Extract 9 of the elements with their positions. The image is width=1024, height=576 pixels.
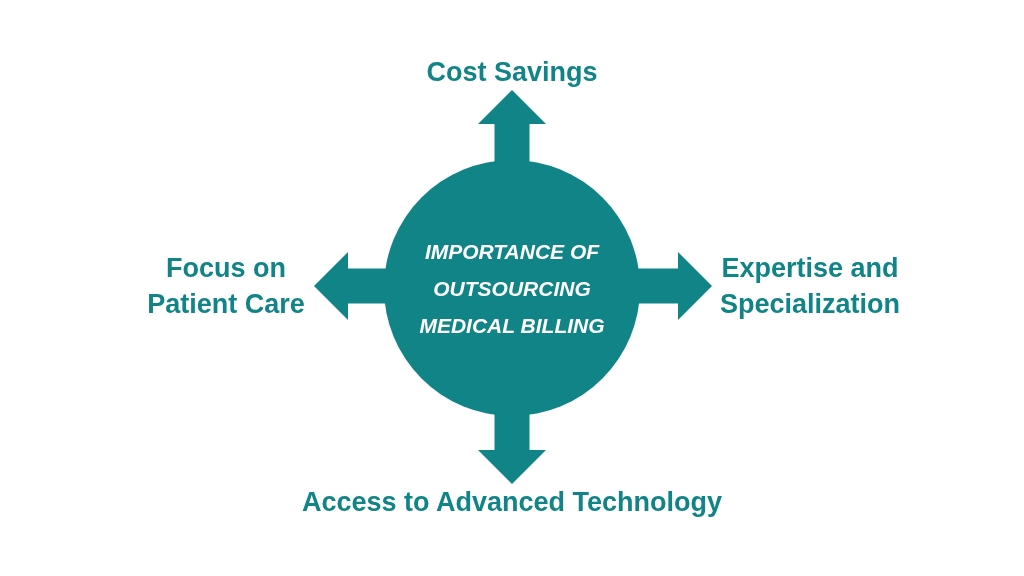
circle-title: IMPORTANCE OF OUTSOURCING MEDICAL BILLING: [418, 238, 606, 339]
block-arrow: [637, 252, 712, 320]
benefit-label: Cost Savings: [426, 54, 598, 90]
block-arrow: [314, 252, 387, 320]
benefit-label: Expertise and Specialization: [712, 250, 908, 322]
block-arrow: [478, 90, 546, 163]
benefit-label: Focus on Patient Care: [138, 250, 314, 322]
block-arrow: [478, 413, 546, 484]
benefit-label: Access to Advanced Technology: [301, 484, 723, 520]
